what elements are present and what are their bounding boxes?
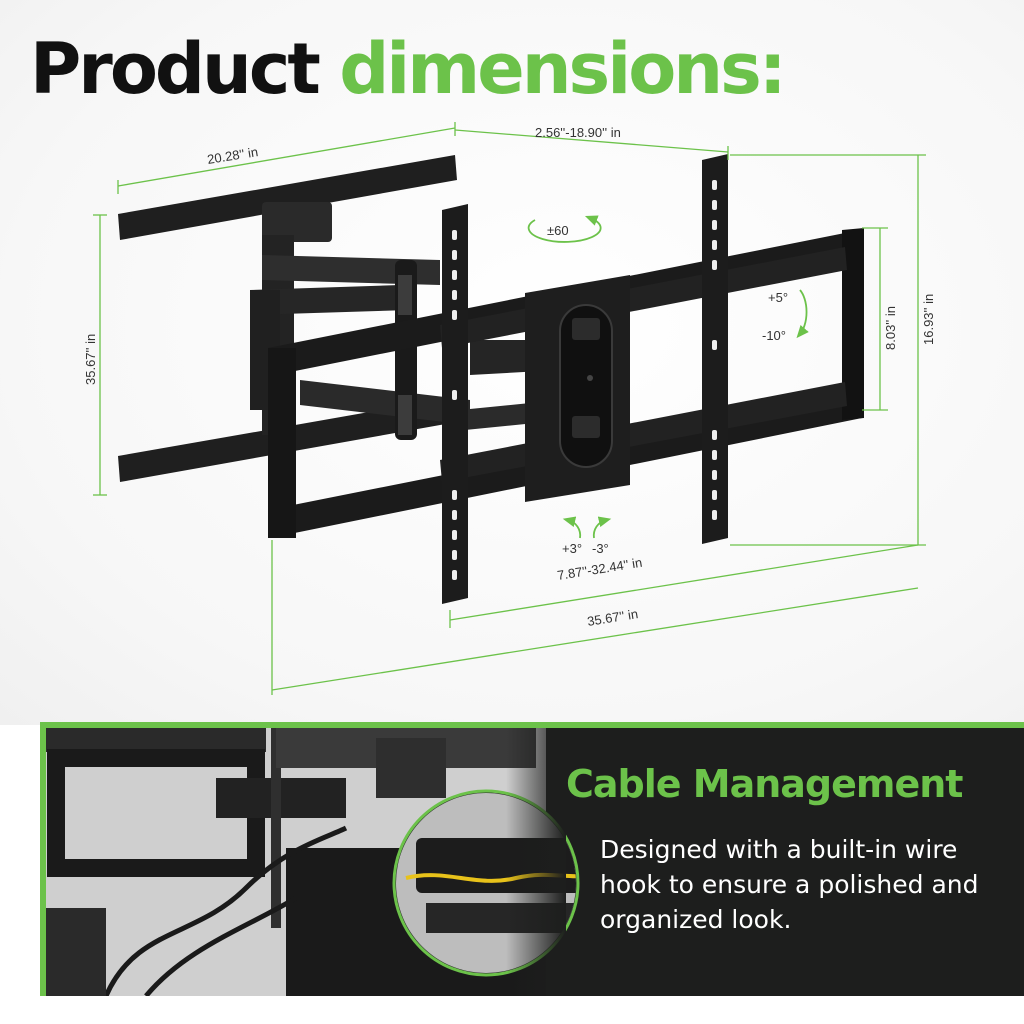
headline-word-product: Product <box>30 28 321 110</box>
label-swivel: ±60 <box>547 223 569 238</box>
dimensions-panel: Product dimensions: <box>0 0 1024 725</box>
label-bracket-spacing: 8.03'' in <box>883 306 898 350</box>
label-overall-width: 35.67'' in <box>586 606 639 629</box>
vesa-bracket-left <box>442 204 468 604</box>
headline-word-dimensions: dimensions: <box>339 28 787 110</box>
label-plate-height: 35.67'' in <box>83 334 98 385</box>
cable-management-photo <box>46 728 580 996</box>
label-vesa-range: 7.87''-32.44'' in <box>556 555 643 583</box>
label-tilt-down: -10° <box>762 328 786 343</box>
vesa-bracket-right <box>702 154 728 544</box>
rotation-arrows <box>527 215 809 539</box>
feature-title: Cable Management <box>566 762 963 806</box>
feature-description: Designed with a built-in wire hook to en… <box>600 835 979 934</box>
label-tilt-up: +5° <box>768 290 788 305</box>
dimension-lines <box>93 122 926 695</box>
cable-management-panel: Cable Management Designed with a built-i… <box>40 722 1024 996</box>
headline: Product dimensions: <box>30 22 787 116</box>
label-overall-height: 16.93'' in <box>921 294 936 345</box>
mount-diagram: 20.28'' in 2.56''-18.90'' in 35.67'' in … <box>83 122 936 695</box>
label-rotate-plus: +3° <box>562 541 582 556</box>
label-rotate-minus: -3° <box>592 541 609 556</box>
center-carriage <box>525 275 630 502</box>
label-extension: 2.56''-18.90'' in <box>535 125 621 140</box>
